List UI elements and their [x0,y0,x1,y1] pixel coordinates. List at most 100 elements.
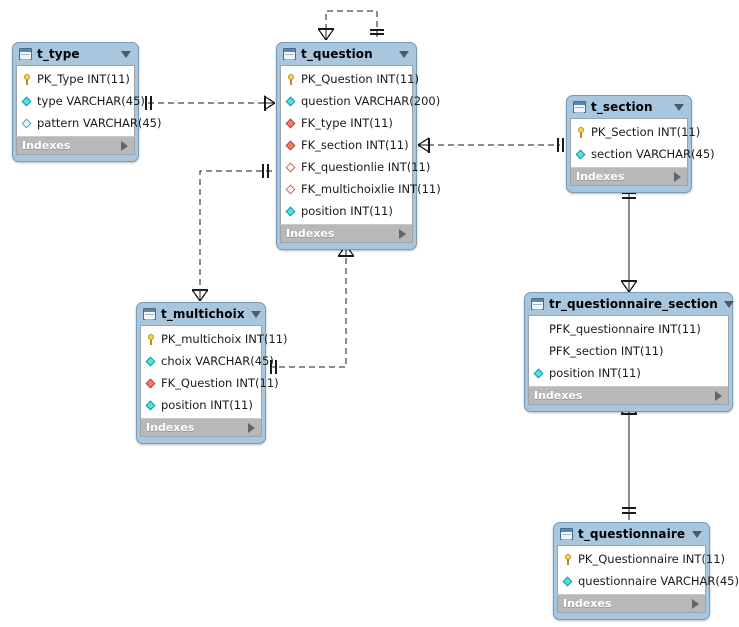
cyan-filled-diamond-icon [21,95,34,108]
column-row[interactable]: pattern VARCHAR(45) [17,112,161,134]
column-row[interactable]: FK_multichoixlie INT(11) [281,178,441,200]
indexes-section-t_section[interactable]: Indexes [570,167,688,186]
primary-key-icon [575,126,588,139]
red-open-diamond-icon [285,183,298,196]
column-row[interactable]: section VARCHAR(45) [571,143,715,165]
table-title: t_type [37,47,80,61]
table-icon [283,48,296,60]
column-row[interactable]: questionnaire VARCHAR(45) [558,570,739,592]
table-icon [573,101,586,113]
primary-key-icon [285,73,298,86]
column-row[interactable]: type VARCHAR(45) [17,90,145,112]
table-title: t_section [591,100,653,114]
chevron-down-icon[interactable] [121,50,131,58]
column-label: questionnaire VARCHAR(45) [578,573,739,588]
chevron-right-icon[interactable] [399,228,406,239]
table-header-t_multichoix[interactable]: t_multichoix [140,303,262,325]
column-row[interactable]: position INT(11) [529,362,728,384]
relationship-questionnaire-questionnaire-section [621,402,637,520]
column-row[interactable]: PFK_section INT(11) [529,340,728,362]
column-row[interactable]: PFK_questionnaire INT(11) [529,318,728,340]
column-row[interactable]: PK_Questionnaire INT(11) [558,548,725,570]
column-label: pattern VARCHAR(45) [37,115,162,130]
chevron-right-icon[interactable] [121,140,128,151]
relationship-multichoix-question [270,244,354,374]
table-icon [531,298,544,310]
table-columns-t_section: PK_Section INT(11) section VARCHAR(45) [570,118,715,167]
table-title: t_multichoix [161,307,245,321]
table-header-t_questionnaire[interactable]: t_questionnaire [557,523,706,545]
column-label: position INT(11) [161,397,253,412]
chevron-right-icon[interactable] [674,171,681,182]
column-row[interactable]: PK_Question INT(11) [281,68,419,90]
table-columns-t_questionnaire: PK_Questionnaire INT(11) questionnaire VA… [557,545,739,594]
indexes-section-tr_questionnaire_section[interactable]: Indexes [528,386,729,405]
column-label: FK_questionlie INT(11) [301,159,431,174]
column-label: FK_Question INT(11) [161,375,279,390]
column-label: PK_Type INT(11) [37,71,130,86]
indexes-section-t_questionnaire[interactable]: Indexes [557,594,706,613]
chevron-down-icon[interactable] [674,103,684,111]
column-label: position INT(11) [549,365,641,380]
table-title: tr_questionnaire_section [549,297,718,311]
column-row[interactable]: position INT(11) [141,394,261,416]
table-icon [143,308,156,320]
column-row[interactable]: PK_Type INT(11) [17,68,134,90]
indexes-label: Indexes [286,227,335,240]
table-icon [19,48,32,60]
column-label: question VARCHAR(200) [301,93,441,108]
chevron-down-icon[interactable] [723,300,734,308]
chevron-right-icon[interactable] [248,422,255,433]
none [533,323,546,336]
indexes-section-t_question[interactable]: Indexes [280,224,413,243]
column-row[interactable]: question VARCHAR(200) [281,90,440,112]
chevron-down-icon[interactable] [250,310,261,318]
column-row[interactable]: choix VARCHAR(45) [141,350,274,372]
relationship-question-section [417,137,564,153]
column-label: PK_Question INT(11) [301,71,419,86]
column-label: FK_multichoixlie INT(11) [301,181,441,196]
column-row[interactable]: PK_Section INT(11) [571,121,700,143]
table-icon [560,528,573,540]
cyan-open-diamond-icon [21,117,34,130]
table-header-t_question[interactable]: t_question [280,43,413,65]
cyan-filled-diamond-icon [533,367,546,380]
chevron-right-icon[interactable] [715,390,722,401]
chevron-down-icon[interactable] [399,50,409,58]
column-row[interactable]: position INT(11) [281,200,412,222]
column-row[interactable]: FK_type INT(11) [281,112,412,134]
table-header-tr_questionnaire_section[interactable]: tr_questionnaire_section [528,293,734,315]
relationship-type-question [145,95,276,111]
indexes-section-t_type[interactable]: Indexes [16,136,135,155]
table-columns-tr_questionnaire_section: PFK_questionnaire INT(11)PFK_section INT… [528,315,729,386]
relationship-section-questionnaire-section [621,186,637,293]
indexes-section-t_multichoix[interactable]: Indexes [140,418,262,437]
column-row[interactable]: FK_Question INT(11) [141,372,279,394]
column-row[interactable]: PK_multichoix INT(11) [141,328,288,350]
cyan-filled-diamond-icon [562,575,575,588]
chevron-down-icon[interactable] [692,530,702,538]
table-header-t_section[interactable]: t_section [570,96,688,118]
column-row[interactable]: FK_section INT(11) [281,134,412,156]
column-label: section VARCHAR(45) [591,146,715,161]
column-label: PK_multichoix INT(11) [161,331,288,346]
cyan-filled-diamond-icon [145,399,158,412]
column-label: PK_Questionnaire INT(11) [578,551,726,566]
table-title: t_questionnaire [578,527,686,541]
table-title: t_question [301,47,373,61]
primary-key-icon [21,73,34,86]
chevron-right-icon[interactable] [692,598,699,609]
column-label: position INT(11) [301,203,393,218]
table-header-t_type[interactable]: t_type [16,43,135,65]
red-filled-diamond-icon [145,377,158,390]
cyan-filled-diamond-icon [575,148,588,161]
column-row[interactable]: FK_questionlie INT(11) [281,156,430,178]
column-label: PK_Section INT(11) [591,124,701,139]
